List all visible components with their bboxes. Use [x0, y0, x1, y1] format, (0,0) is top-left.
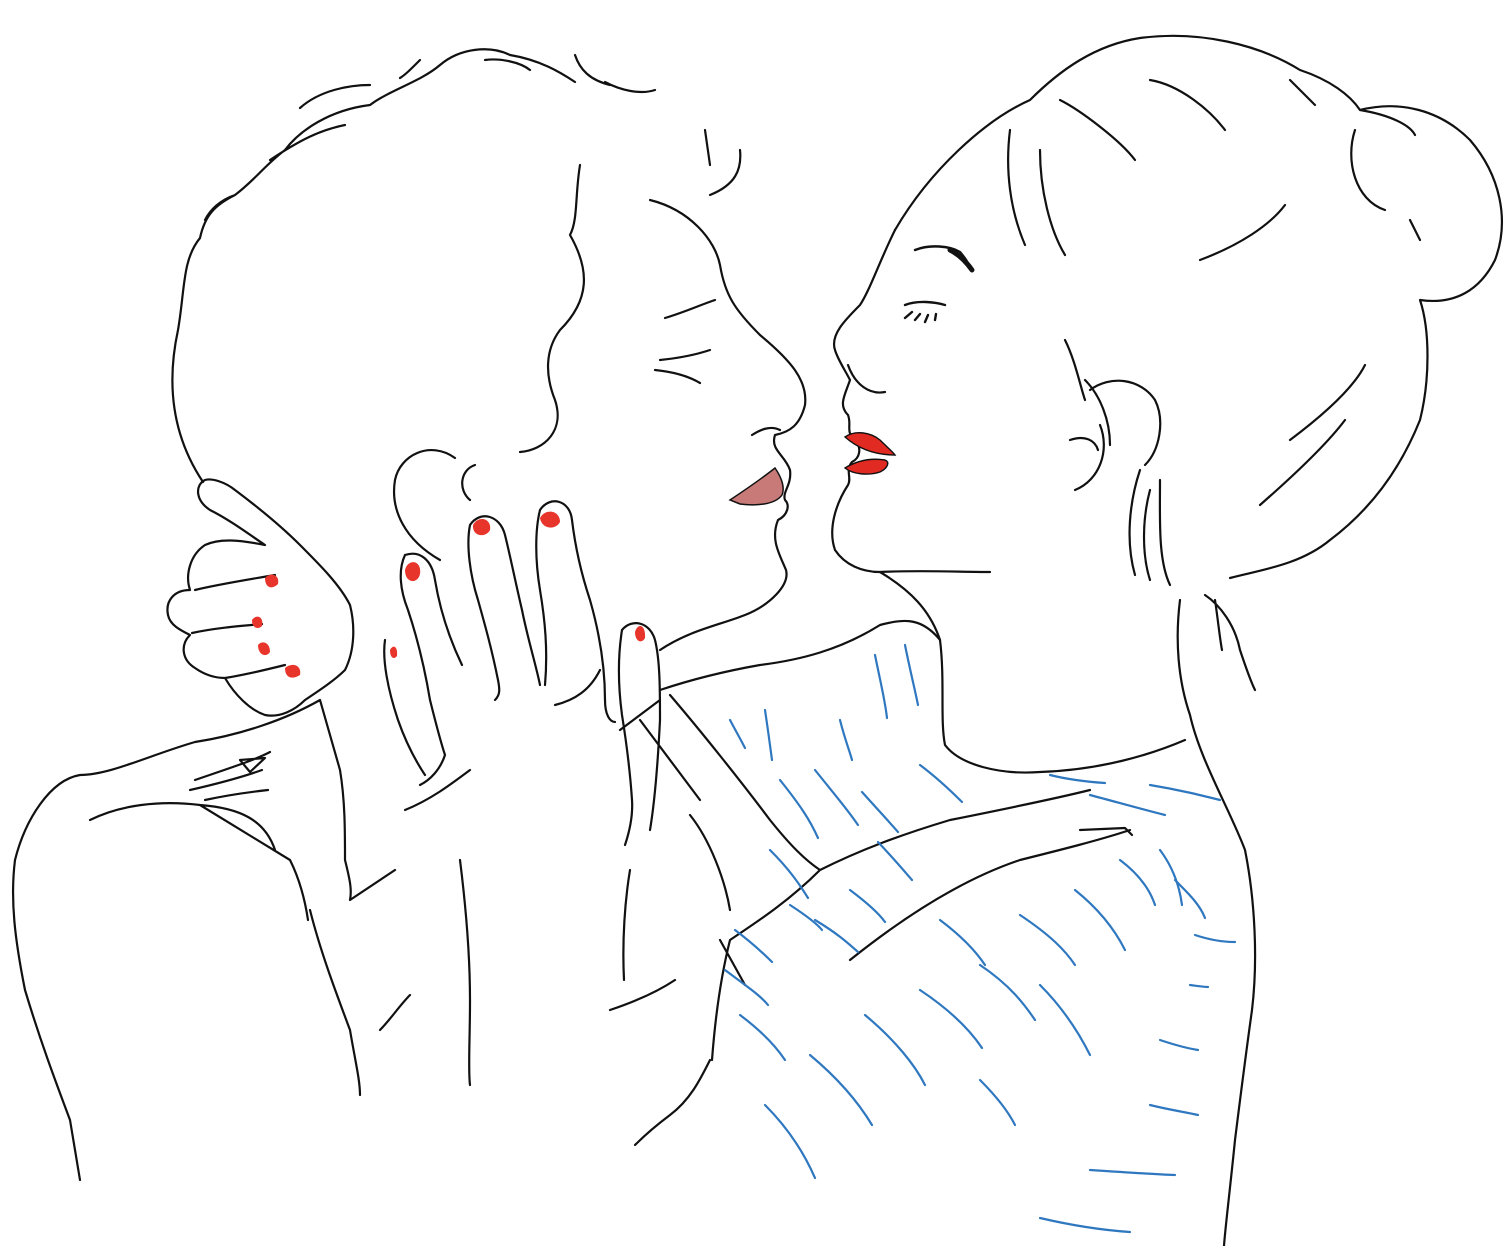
nail-polish-marks: [252, 511, 646, 678]
woman-face: [831, 228, 992, 574]
nail-8: [635, 626, 646, 642]
nail-9: [390, 646, 398, 658]
woman-figure: [608, 34, 1503, 1246]
man-face: [648, 198, 807, 652]
nail-2: [252, 616, 263, 628]
woman-ear: [1063, 338, 1172, 587]
left-hand: [166, 478, 355, 717]
nail-7: [540, 511, 560, 528]
sweater-stripes: [723, 643, 1237, 1234]
woman-lips: [843, 432, 897, 475]
woman-eye: [903, 245, 972, 324]
nail-1: [265, 574, 279, 588]
man-hair: [171, 48, 742, 484]
man-torso: [11, 698, 472, 1182]
woman-arm: [608, 813, 747, 1012]
right-hand: [383, 500, 662, 847]
woman-sweater: [618, 619, 1134, 1147]
man-lips: [728, 466, 784, 506]
man-figure: [11, 48, 807, 1182]
man-ear: [393, 448, 602, 707]
woman-eyebrow-fill: [947, 247, 975, 273]
nail-3: [258, 642, 270, 656]
nail-5: [405, 562, 421, 582]
nail-6: [472, 518, 491, 536]
man-collar: [188, 750, 272, 802]
nail-4: [285, 664, 301, 678]
woman-hair: [893, 34, 1503, 580]
woman-neck: [878, 570, 1257, 1246]
